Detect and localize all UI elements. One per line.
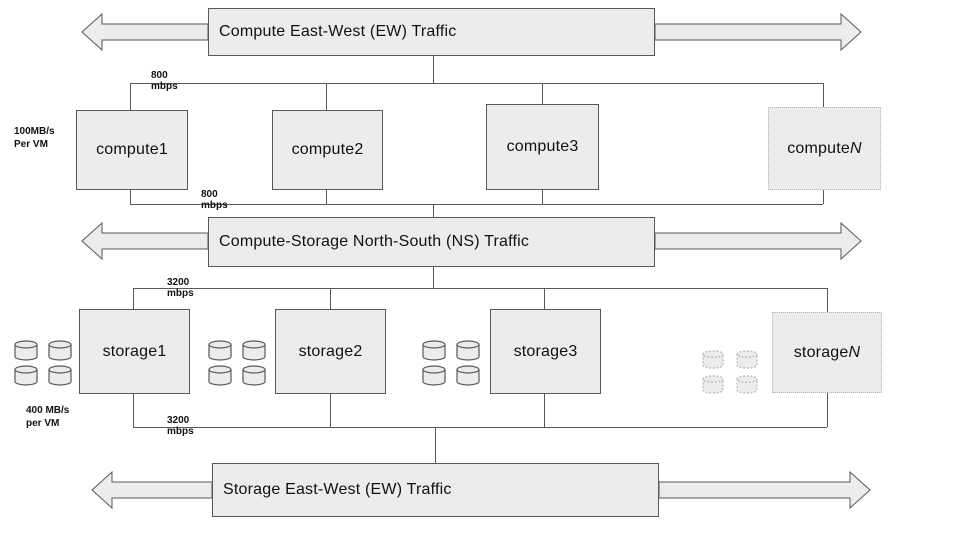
disk-icon bbox=[422, 365, 446, 386]
link-label-storage-top: 3200 mbps bbox=[167, 277, 194, 299]
disk-icon bbox=[48, 340, 72, 361]
connector bbox=[827, 391, 828, 427]
connector bbox=[823, 188, 824, 204]
disk-icon bbox=[422, 340, 446, 361]
connector bbox=[542, 188, 543, 204]
link-label-value: 800 bbox=[151, 70, 168, 81]
disk-icon bbox=[736, 375, 758, 394]
node-label: compute1 bbox=[96, 141, 168, 158]
node-label: compute bbox=[787, 139, 850, 157]
connector bbox=[823, 83, 824, 107]
banner-north-south-label: Compute-Storage North-South (NS) Traffic bbox=[219, 233, 530, 250]
node-compute2: compute2 bbox=[272, 110, 383, 190]
connector bbox=[544, 288, 545, 309]
disk-icon bbox=[208, 365, 232, 386]
disk-icon bbox=[702, 350, 724, 369]
disk-icon bbox=[14, 340, 38, 361]
banner-compute-ew: Compute East-West (EW) Traffic bbox=[208, 8, 655, 56]
rate-label-line1: 100MB/s bbox=[14, 126, 55, 137]
node-compute3: compute3 bbox=[486, 104, 599, 190]
node-label: storage3 bbox=[513, 342, 578, 360]
disk-icon bbox=[48, 365, 72, 386]
connector bbox=[544, 392, 545, 427]
link-label-unit: mbps bbox=[167, 288, 194, 299]
link-label-unit: mbps bbox=[167, 426, 194, 437]
disk-cluster-storage3 bbox=[422, 340, 480, 386]
storage-bottom-bus bbox=[133, 427, 827, 428]
connector bbox=[133, 392, 134, 427]
disk-cluster-storageN bbox=[702, 350, 758, 394]
arrow-right-icon bbox=[654, 12, 862, 52]
connector bbox=[542, 83, 543, 104]
disk-icon bbox=[242, 340, 266, 361]
node-label: storage1 bbox=[102, 342, 167, 360]
arrow-left-icon bbox=[81, 12, 209, 52]
connector bbox=[435, 427, 436, 463]
connector bbox=[330, 392, 331, 427]
node-label: compute2 bbox=[291, 141, 364, 158]
banner-storage-ew: Storage East-West (EW) Traffic bbox=[212, 463, 659, 517]
node-label: storage2 bbox=[298, 342, 363, 360]
rate-label-line2: per VM bbox=[26, 418, 60, 429]
node-label-suffix: N bbox=[850, 139, 862, 157]
node-storage1: storage1 bbox=[79, 309, 190, 394]
arrow-right-icon bbox=[658, 470, 871, 510]
rate-label-line1: 400 MB/s bbox=[26, 405, 70, 416]
link-label-value: 3200 bbox=[167, 415, 190, 426]
link-label-unit: mbps bbox=[151, 81, 178, 92]
connector bbox=[433, 267, 434, 288]
rate-label-compute: 100MB/s Per VM bbox=[14, 125, 55, 151]
disk-icon bbox=[456, 365, 480, 386]
node-label-suffix: N bbox=[848, 343, 861, 361]
link-label-compute-bottom: 800 mbps bbox=[201, 189, 228, 211]
connector bbox=[433, 56, 434, 83]
compute-bottom-bus bbox=[130, 204, 823, 205]
link-label-value: 3200 bbox=[167, 277, 190, 288]
node-compute1: compute1 bbox=[76, 110, 188, 190]
banner-storage-ew-label: Storage East-West (EW) Traffic bbox=[223, 481, 452, 498]
arrow-left-icon bbox=[91, 470, 213, 510]
arrow-left-icon bbox=[81, 221, 209, 261]
connector bbox=[326, 83, 327, 110]
banner-compute-ew-label: Compute East-West (EW) Traffic bbox=[219, 23, 457, 40]
disk-icon bbox=[208, 340, 232, 361]
connector bbox=[827, 288, 828, 312]
connector bbox=[326, 188, 327, 204]
node-storage2: storage2 bbox=[275, 309, 386, 394]
node-label: storage bbox=[793, 343, 849, 361]
node-storage3: storage3 bbox=[490, 309, 601, 394]
link-label-storage-bottom: 3200 mbps bbox=[167, 415, 194, 437]
link-label-value: 800 bbox=[201, 189, 218, 200]
disk-icon bbox=[736, 350, 758, 369]
connector bbox=[433, 204, 434, 217]
compute-top-bus bbox=[130, 83, 823, 84]
link-label-unit: mbps bbox=[201, 200, 228, 211]
rate-label-storage: 400 MB/s per VM bbox=[26, 404, 69, 430]
storage-top-bus bbox=[133, 288, 827, 289]
disk-icon bbox=[456, 340, 480, 361]
disk-icon bbox=[14, 365, 38, 386]
arrow-right-icon bbox=[654, 221, 862, 261]
disk-cluster-storage2 bbox=[208, 340, 266, 386]
connector bbox=[130, 83, 131, 110]
connector bbox=[330, 288, 331, 309]
disk-icon bbox=[702, 375, 724, 394]
disk-cluster-storage1 bbox=[14, 340, 72, 386]
connector bbox=[130, 188, 131, 204]
connector bbox=[133, 288, 134, 309]
banner-north-south: Compute-Storage North-South (NS) Traffic bbox=[208, 217, 655, 267]
node-label: compute3 bbox=[506, 138, 579, 155]
disk-icon bbox=[242, 365, 266, 386]
link-label-compute-top: 800 mbps bbox=[151, 70, 178, 92]
rate-label-line2: Per VM bbox=[14, 139, 48, 150]
